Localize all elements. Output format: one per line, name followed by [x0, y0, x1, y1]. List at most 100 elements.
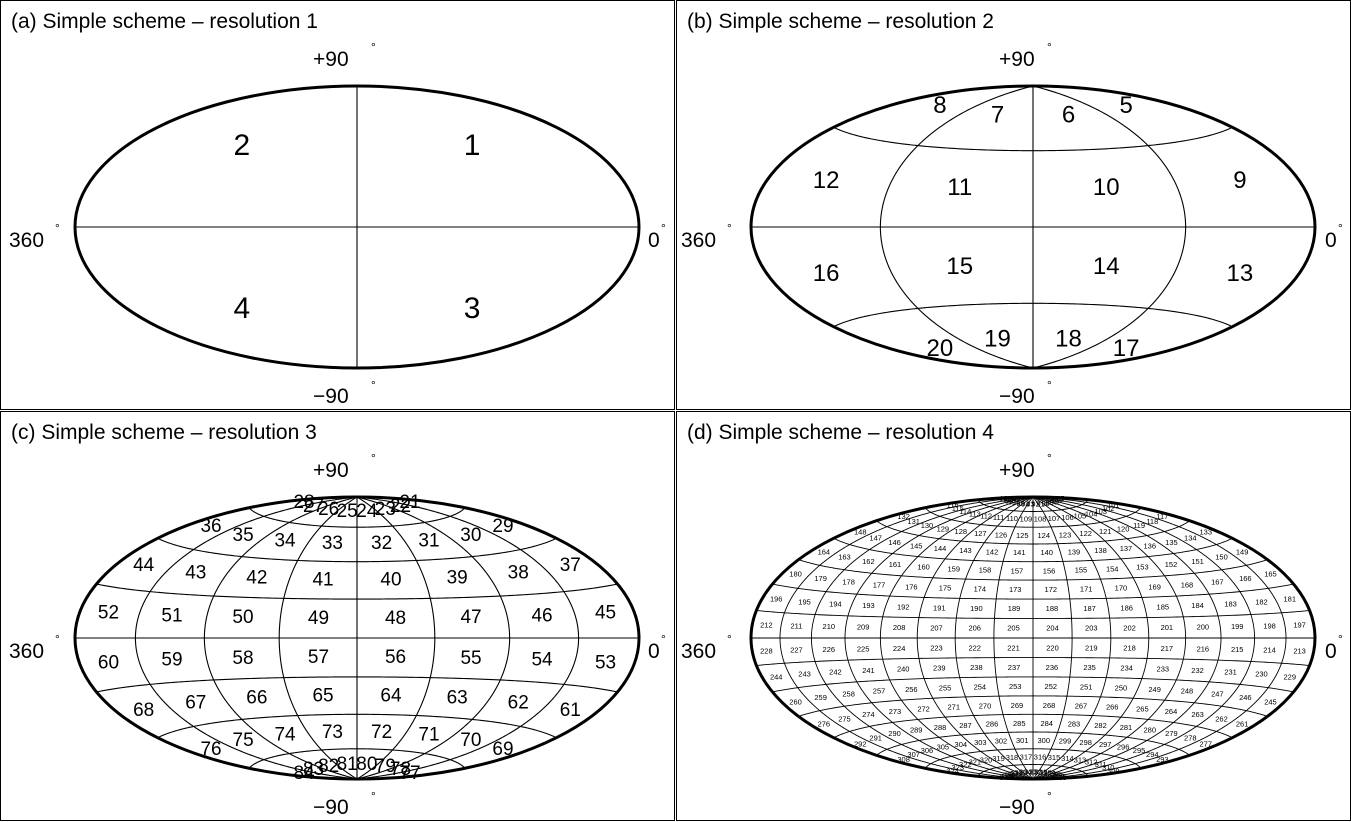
cell-number: 95: [1016, 499, 1024, 508]
cell-number: 142: [986, 548, 999, 557]
cell-number: 158: [979, 566, 992, 575]
panel-b-title: (b) Simple scheme – resolution 2: [687, 10, 994, 33]
cell-number: 299: [1059, 737, 1072, 746]
meridian-line: [283, 560, 299, 599]
meridian-line: [1004, 765, 1034, 780]
cell-number: 83: [303, 759, 324, 780]
panel-b-bottom-label: −90: [999, 385, 1035, 408]
panel-c-left-label: 360: [9, 640, 44, 663]
cell-number: 227: [790, 646, 803, 655]
cell-number: 182: [1255, 597, 1268, 606]
parallel-line: [96, 583, 618, 600]
cell-number: 310: [1102, 763, 1115, 772]
cell-number: 291: [869, 734, 882, 743]
cell-number: 30: [460, 525, 481, 546]
meridian-line: [784, 588, 799, 613]
cell-number: 23: [375, 499, 396, 520]
meridian-line: [980, 751, 1005, 767]
meridian-line: [1032, 308, 1149, 369]
meridian-line: [289, 496, 358, 523]
cell-number: 188: [1046, 604, 1059, 613]
cell-number: 302: [995, 737, 1008, 746]
meridian-line: [1173, 553, 1195, 574]
meridian-line: [959, 677, 966, 698]
meridian-line: [1134, 748, 1180, 765]
meridian-line: [213, 556, 243, 597]
cell-number: 216: [1197, 644, 1210, 653]
cell-number: 206: [968, 624, 981, 633]
meridian-line: [879, 226, 919, 309]
cell-number: 131: [907, 517, 920, 526]
meridian-line: [1061, 509, 1086, 525]
cell-number: 272: [917, 704, 930, 713]
cell-number: 81: [337, 754, 358, 775]
cell-number: 301: [1016, 736, 1029, 745]
meridian-line: [955, 657, 961, 678]
meridian-line: [1091, 696, 1101, 716]
meridian-line: [993, 618, 995, 638]
sphere-boundary: [749, 495, 1317, 781]
cell-number: 22: [390, 496, 411, 517]
cell-number: 87: [1053, 496, 1061, 505]
meridian-line: [1178, 731, 1217, 750]
cell-number: 192: [897, 602, 910, 611]
meridian-line: [954, 638, 957, 658]
cell-number: 133: [1199, 528, 1212, 537]
meridian-line: [149, 549, 194, 592]
cell-number: 61: [560, 700, 581, 721]
parallel-line: [157, 713, 557, 739]
meridian-line: [930, 501, 981, 513]
meridian-line: [1164, 531, 1197, 550]
cell-number: 234: [1120, 664, 1133, 673]
cell-number: 278: [1184, 734, 1197, 743]
panel-b-top-degree: °: [1047, 40, 1052, 54]
cell-number: 4: [234, 292, 251, 325]
meridian-line: [944, 540, 962, 560]
panel-a-bottom-label: −90: [313, 385, 349, 408]
meridian-line: [321, 496, 358, 527]
cell-number: 123: [1059, 530, 1072, 539]
cell-number: 238: [970, 663, 983, 672]
cell-number: 144: [934, 544, 947, 553]
cell-number: 69: [492, 739, 513, 760]
cell-number: 203: [1085, 624, 1098, 633]
panel-a-title: (a) Simple scheme – resolution 1: [11, 10, 318, 33]
parallel-line: [248, 748, 466, 769]
cell-number: 126: [995, 530, 1008, 539]
cell-number: 320: [980, 755, 993, 764]
cell-number: 308: [897, 755, 910, 764]
cell-number: 241: [862, 666, 875, 675]
cell-number: 79: [375, 756, 396, 777]
meridian-line: [994, 657, 997, 678]
meridian-line: [938, 522, 966, 540]
cell-number: 185: [1157, 602, 1170, 611]
meridian-line: [844, 549, 870, 571]
cell-number: 340: [999, 773, 1012, 782]
meridian-line: [1193, 572, 1210, 595]
meridian-line: [923, 678, 934, 699]
meridian-line: [1013, 764, 1034, 780]
meridian-line: [871, 553, 893, 574]
meridian-line: [1208, 660, 1219, 683]
panel-a-left-label: 360: [9, 229, 44, 252]
cell-number: 148: [854, 528, 867, 537]
meridian-line: [1100, 736, 1128, 754]
panel-d-cell-numbers: 8586878889909192939495969798991001011021…: [760, 494, 1306, 782]
meridian-line: [1175, 595, 1184, 617]
cell-number: 292: [854, 739, 867, 748]
cell-number: 199: [1231, 622, 1244, 631]
cell-number: 324: [946, 767, 959, 776]
meridian-line: [869, 726, 902, 745]
meridian-line: [1132, 577, 1143, 598]
cell-number: 311: [1095, 760, 1107, 769]
cell-number: 230: [1255, 670, 1268, 679]
cell-number: 41: [312, 569, 333, 590]
cell-number: 56: [385, 647, 406, 668]
meridian-line: [1007, 732, 1016, 750]
cell-number: 201: [1161, 623, 1174, 632]
cell-number: 294: [1146, 750, 1159, 759]
meridian-line: [856, 681, 873, 704]
meridian-line: [278, 638, 285, 678]
meridian-line: [1196, 549, 1222, 571]
